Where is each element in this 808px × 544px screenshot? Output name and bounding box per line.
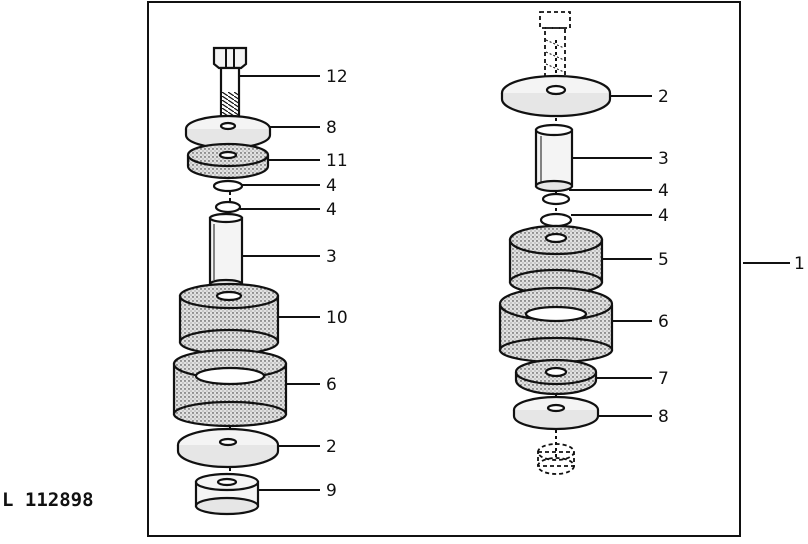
callout-label: 3 (326, 247, 337, 267)
part-lock-washer (212, 179, 244, 193)
callout-label: 7 (658, 369, 669, 389)
callout-label: 8 (658, 407, 669, 427)
callout-label: 6 (326, 375, 337, 395)
callout-label: 2 (658, 87, 669, 107)
callout-label: 3 (658, 149, 669, 169)
callout-label: 5 (658, 250, 669, 270)
part-flat-washer (500, 74, 612, 118)
callout-label: 2 (326, 437, 337, 457)
right-stack (498, 11, 614, 475)
left-stack (172, 46, 288, 516)
part-sleeve (534, 123, 574, 193)
right-leaders (569, 95, 790, 417)
part-bolt (212, 46, 248, 122)
callout-label: 4 (658, 206, 669, 226)
part-lock-washer (541, 192, 571, 206)
part-rubber-cushion-small (508, 224, 604, 296)
part-rubber-cushion-large (498, 286, 614, 364)
part-phantom-nut (537, 443, 575, 475)
part-rubber-cup (514, 358, 598, 396)
callout-label: 11 (326, 151, 348, 171)
part-sleeve (208, 212, 244, 290)
callout-label: 12 (326, 67, 348, 87)
part-flat-washer-lower (512, 395, 600, 431)
left-leaders (240, 75, 320, 491)
callout-label: 4 (658, 181, 669, 201)
part-phantom-bolt (539, 11, 571, 79)
part-nut (194, 472, 260, 516)
callout-label: 4 (326, 200, 337, 220)
right-callouts: 2 3 4 4 5 6 7 8 1 (658, 87, 805, 427)
part-lock-washer (214, 200, 242, 214)
figure-id: L 112898 (2, 489, 94, 511)
part-flat-washer-lower (176, 427, 280, 469)
part-lock-washer (539, 212, 573, 228)
part-rubber-cup (186, 142, 270, 180)
left-callouts: 12 8 11 4 4 3 10 6 2 9 (326, 67, 348, 501)
callout-label: 8 (326, 118, 337, 138)
callout-label: 6 (658, 312, 669, 332)
part-rubber-cushion-large (172, 348, 288, 428)
callout-label: 9 (326, 481, 337, 501)
callout-label: 4 (326, 176, 337, 196)
callout-label: 10 (326, 308, 348, 328)
diagram-frame (147, 1, 741, 537)
assembly-label: 1 (794, 254, 805, 274)
part-rubber-cushion-small (178, 282, 280, 356)
